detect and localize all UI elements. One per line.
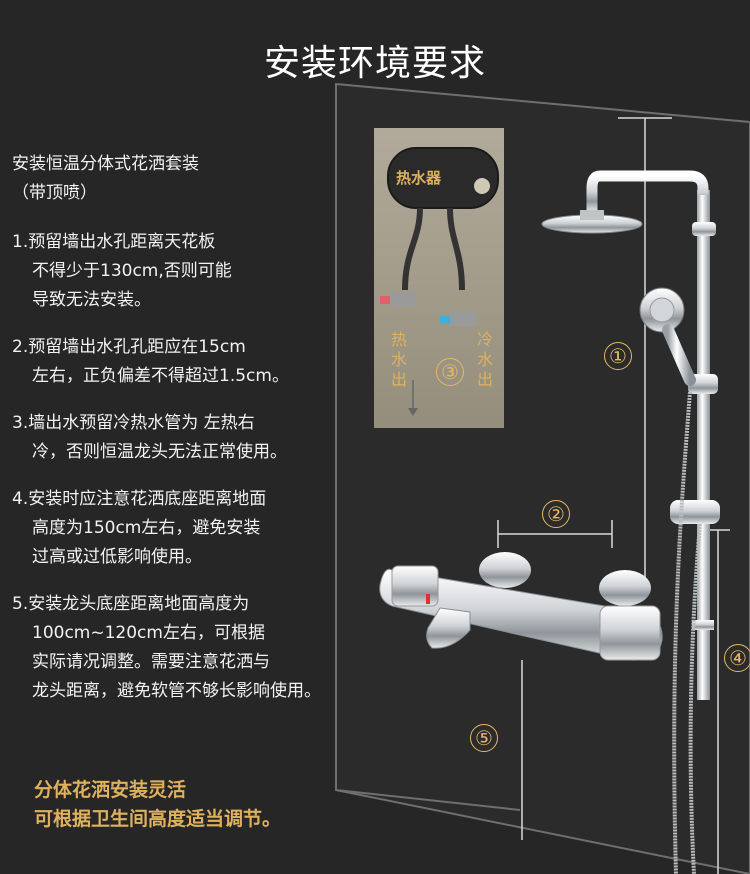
- requirement-line: 1.预留墙出水孔距离天花板: [12, 232, 216, 252]
- mark-3: ③: [436, 358, 464, 386]
- requirement-3: 3.墙出水预留冷热水管为 左热右 冷，否则恒温龙头无法正常使用。: [12, 409, 357, 467]
- shower-hose: [672, 391, 692, 874]
- requirement-line: 左右，正负偏差不得超过1.5cm。: [32, 366, 289, 386]
- intro-line: （带顶喷）: [12, 183, 97, 203]
- mark-2: ②: [542, 500, 570, 528]
- thermostatic-mixer-faucet: [379, 552, 663, 661]
- requirement-2: 2.预留墙出水孔孔距应在15cm 左右，正负偏差不得超过1.5cm。: [12, 333, 357, 391]
- requirement-1: 1.预留墙出水孔距离天花板 不得少于130cm,否则可能 导致无法安装。: [12, 228, 357, 315]
- page-title: 安装环境要求: [263, 43, 486, 84]
- requirement-line: 高度为150cm左右，避免安装: [32, 518, 261, 538]
- requirement-line: 冷，否则恒温龙头无法正常使用。: [32, 442, 287, 462]
- footer-line: 可根据卫生间高度适当调节。: [34, 808, 282, 830]
- mark-5: ⑤: [470, 724, 498, 752]
- hot-valve-icon: [390, 292, 416, 306]
- water-heater-icon: [387, 147, 499, 209]
- requirement-line: 过高或过低影响使用。: [32, 547, 202, 567]
- requirements-list: 安装恒温分体式花洒套装 （带顶喷） 1.预留墙出水孔距离天花板 不得少于130c…: [12, 150, 357, 724]
- cold-valve-icon: [450, 312, 476, 326]
- requirement-line: 4.安装时应注意花洒底座距离地面: [12, 489, 267, 509]
- requirement-line: 导致无法安装。: [32, 290, 151, 310]
- requirement-5: 5.安装龙头底座距离地面高度为 100cm~120cm左右，可根据 实际请况调整…: [12, 590, 357, 706]
- mark-1: ①: [604, 342, 632, 370]
- footer-note: 分体花洒安装灵活 可根据卫生间高度适当调节。: [34, 776, 281, 834]
- hot-water-label: 热水出: [390, 330, 407, 389]
- requirement-line: 5.安装龙头底座距离地面高度为: [12, 594, 250, 614]
- intro: 安装恒温分体式花洒套装 （带顶喷）: [12, 150, 357, 208]
- requirement-line: 100cm~120cm左右，可根据: [32, 623, 265, 643]
- cold-water-label: 冷水出: [476, 330, 493, 389]
- mark-4: ④: [724, 644, 750, 672]
- requirement-line: 3.墙出水预留冷热水管为 左热右: [12, 413, 255, 433]
- requirement-line: 不得少于130cm,否则可能: [32, 261, 232, 281]
- intro-line: 安装恒温分体式花洒套装: [12, 154, 199, 174]
- requirement-line: 2.预留墙出水孔孔距应在15cm: [12, 337, 246, 357]
- requirement-line: 实际请况调整。需要注意花洒与: [32, 652, 270, 672]
- footer-line: 分体花洒安装灵活: [34, 779, 187, 801]
- wall-floor-line: [335, 789, 521, 811]
- water-heater-label: 热水器: [396, 169, 442, 187]
- requirement-4: 4.安装时应注意花洒底座距离地面 高度为150cm左右，避免安装 过高或过低影响…: [12, 485, 357, 572]
- shower-system: [541, 170, 720, 874]
- requirement-line: 龙头距离，避免软管不够长影响使用。: [32, 681, 321, 701]
